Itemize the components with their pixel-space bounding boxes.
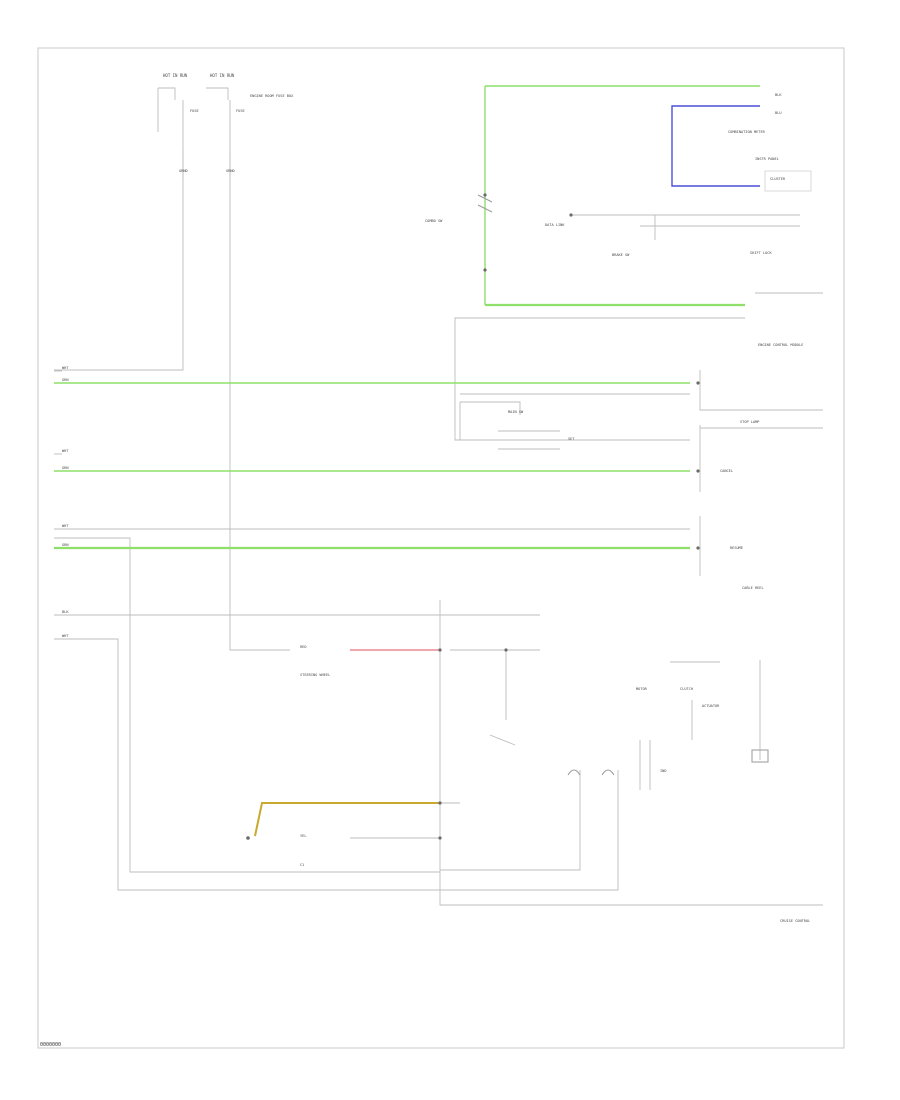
ecm-feed — [454, 317, 745, 441]
relay-box-label: ENGINE ROOM FUSE BOX — [250, 94, 294, 98]
left-power-feeds — [54, 87, 290, 651]
cruise-combo-label: CRUISE CONTROL — [780, 919, 810, 923]
grn-label-1: GRN — [62, 378, 69, 382]
gnd-top-label-2: GRND — [226, 169, 235, 173]
junction-dots — [246, 193, 700, 840]
yellow-wire — [254, 802, 440, 837]
actuator-assembly — [567, 660, 769, 790]
blk-label-2: BLK — [62, 610, 69, 614]
wht-label-3: WHT — [62, 524, 69, 528]
main-sw-label: MAIN SW — [508, 410, 524, 414]
shift-lock-label: SHIFT LOCK — [750, 251, 772, 255]
gnd-top-label: GRND — [179, 169, 188, 173]
fuse-b-label: FUSE — [236, 109, 245, 113]
green-bus-2: WHT GRN — [54, 449, 690, 472]
resume-label: RESUME — [730, 546, 743, 550]
blue-loop — [671, 105, 760, 187]
green-loop-top — [484, 85, 760, 307]
grn-label-3: GRN — [62, 543, 69, 547]
top-fuse-1-label: HOT IN RUN — [163, 73, 188, 78]
fuse-a-label: FUSE — [190, 109, 199, 113]
combo-sw-label: COMBO SW — [425, 219, 443, 223]
switch-network: MAIN SW SET — [459, 401, 690, 450]
wht-label-4: WHT — [62, 634, 69, 638]
c1-label: C1 — [300, 863, 304, 867]
lower-wiring — [54, 600, 823, 906]
wht-label-1: WHT — [62, 366, 69, 370]
blu-label: BLU — [775, 111, 782, 115]
data-link-label: DATA LINK — [545, 223, 565, 227]
blk-label-1: BLK — [775, 93, 782, 97]
grn-label-2: GRN — [62, 466, 69, 470]
page-code: 0000000 — [40, 1042, 61, 1048]
cancel-label: CANCEL — [720, 469, 733, 473]
red-label: RED — [300, 645, 307, 649]
motor-label: MOTOR — [636, 687, 648, 691]
cable-reel-label: CABLE REEL — [742, 586, 764, 590]
green-bus-1: WHT GRN — [54, 366, 690, 395]
comb-meter-label: COMBINATION METER — [728, 130, 766, 134]
actuator-label: ACTUATOR — [702, 704, 720, 708]
ecm-bracket — [699, 370, 823, 411]
green-bus-3: WHT GRN — [54, 524, 690, 873]
combo-switch-symbol — [477, 194, 800, 240]
stop-lamp-label: STOP LAMP — [740, 420, 759, 424]
wht-label-2: WHT — [62, 449, 69, 453]
ind-label: IND — [660, 769, 667, 773]
clutch-label: CLUTCH — [680, 687, 693, 691]
cluster-connector — [764, 170, 812, 192]
diagram-border — [37, 47, 845, 1049]
steering-label: STEERING WHEEL — [300, 673, 330, 677]
ecm-label: ENGINE CONTROL MODULE — [758, 343, 803, 347]
brake-sw-label: BRAKE SW — [612, 253, 630, 257]
yel-label: YEL — [300, 834, 307, 838]
instrument-panel-label: INSTR PANEL — [755, 157, 779, 161]
set-label: SET — [568, 437, 575, 441]
top-fuse-2-label: HOT IN RUN — [210, 73, 235, 78]
cluster-label: CLUSTER — [770, 177, 786, 181]
